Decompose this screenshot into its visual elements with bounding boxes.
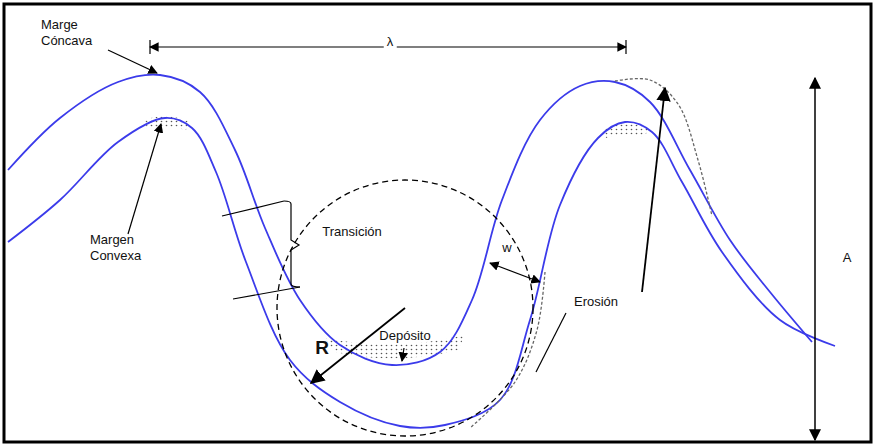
wavelength-symbol: λ (384, 34, 397, 50)
radius-symbol: R (315, 337, 329, 360)
erosion-line (470, 272, 545, 428)
erosion-outline (470, 79, 712, 428)
leader-lines (108, 50, 665, 372)
bank-label: Margen Convexa (90, 232, 160, 263)
deposit-stipple (145, 116, 648, 358)
bank-label: Marge Cóncava (41, 17, 103, 48)
width-symbol: w (502, 240, 511, 256)
radius-circle (277, 180, 533, 436)
frame (4, 4, 871, 442)
river-banks (8, 75, 835, 428)
dimension-lines (150, 40, 815, 440)
erosion-label: Erosión (574, 294, 618, 310)
deposit-label: Depósito (379, 328, 430, 344)
river-bank (8, 75, 812, 366)
amplitude-symbol: A (843, 250, 852, 266)
river-bank (8, 118, 835, 428)
zone-label: Transición (322, 224, 381, 240)
